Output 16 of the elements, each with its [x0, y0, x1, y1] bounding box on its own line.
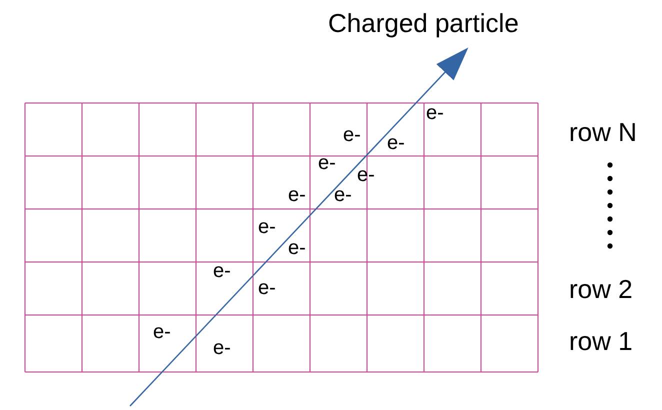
- particle-label: Charged particle: [328, 10, 519, 36]
- electron-label: e-: [318, 153, 336, 173]
- electron-label: e-: [153, 322, 171, 342]
- row-label: row 2: [569, 276, 633, 302]
- electron-label: e-: [288, 238, 306, 258]
- electron-label: e-: [258, 278, 276, 298]
- row-label: row N: [569, 119, 637, 145]
- electron-label: e-: [288, 185, 306, 205]
- electron-label: e-: [258, 217, 276, 237]
- electron-label: e-: [213, 338, 231, 358]
- row-label: row 1: [569, 328, 633, 354]
- electron-label: e-: [334, 185, 352, 205]
- electron-label: e-: [213, 261, 231, 281]
- electron-label: e-: [387, 133, 405, 153]
- electron-label: e-: [343, 125, 361, 145]
- electron-label: e-: [426, 103, 444, 123]
